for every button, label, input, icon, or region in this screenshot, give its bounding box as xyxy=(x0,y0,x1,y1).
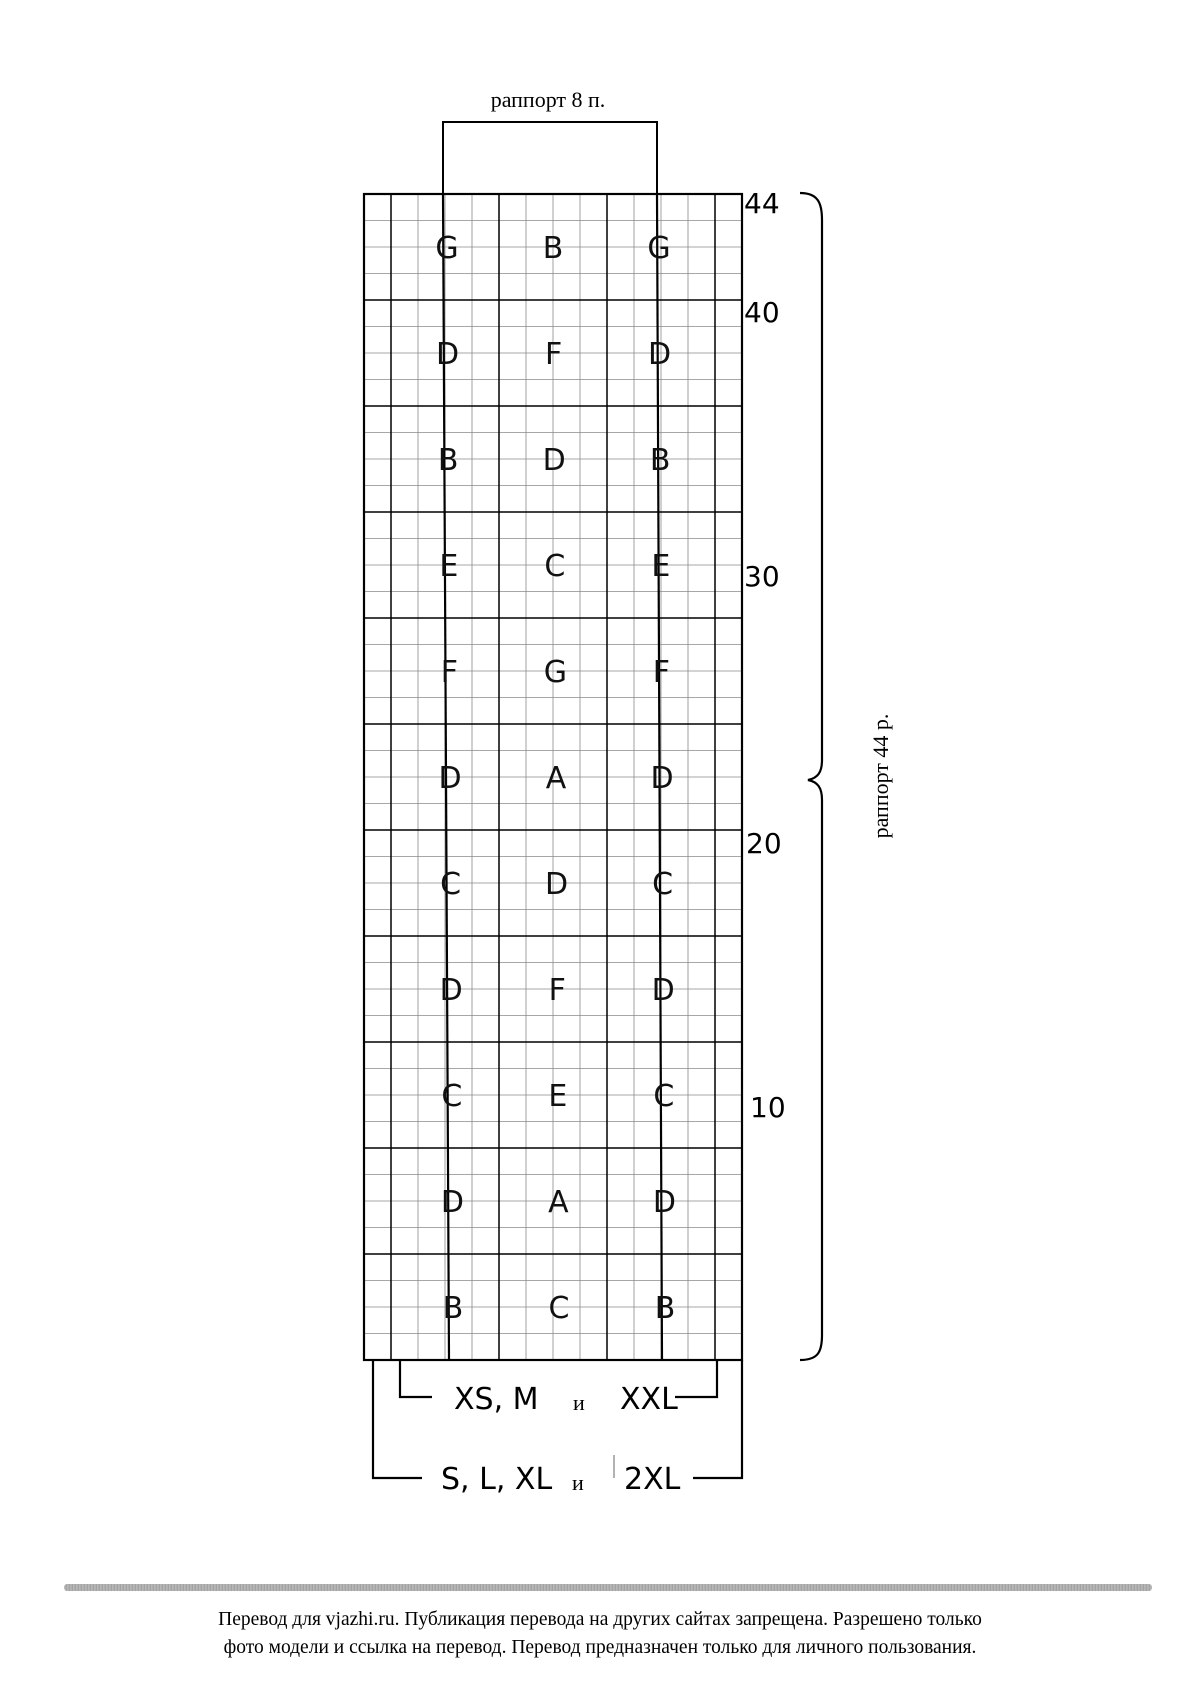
block-letter: D xyxy=(438,761,461,796)
block-letter: B xyxy=(443,1291,464,1326)
block-letter: D xyxy=(650,761,673,796)
size-bracket-1-conj: и xyxy=(573,1390,585,1415)
footer-notice: Перевод для vjazhi.ru. Публикация перево… xyxy=(0,1606,1200,1662)
block-letter: G xyxy=(544,655,567,690)
block-letters: G B G D F D B D B E C E F G F D A D C D C D F D C E C D A D B C B xyxy=(435,231,676,1326)
row-marker-44: 44 xyxy=(744,187,780,220)
block-letter: G xyxy=(647,231,670,266)
size-bracket-2-line xyxy=(371,1360,744,1480)
block-letter: C xyxy=(441,1079,462,1114)
footer-line-2: фото модели и ссылка на перевод. Перевод… xyxy=(223,1637,977,1658)
block-letter: F xyxy=(653,655,670,690)
block-letter: E xyxy=(439,549,458,584)
size-bracket-1-last: XXL xyxy=(620,1382,678,1417)
row-repeat-label: раппорт 44 р. xyxy=(868,714,893,839)
block-letter: C xyxy=(544,549,565,584)
block-letter: D xyxy=(652,973,675,1008)
block-letter: D xyxy=(441,1185,464,1220)
block-letter: A xyxy=(546,761,567,796)
block-letter: F xyxy=(549,973,566,1008)
block-letter: B xyxy=(438,443,459,478)
row-repeat-brace xyxy=(799,191,824,1362)
block-letter: B xyxy=(650,443,671,478)
block-letter: C xyxy=(652,867,673,902)
block-letter: E xyxy=(548,1079,567,1114)
block-letter: D xyxy=(545,867,568,902)
row-marker-10: 10 xyxy=(750,1091,786,1124)
block-letter: D xyxy=(653,1185,676,1220)
block-letter: F xyxy=(441,655,458,690)
block-letter: C xyxy=(549,1291,570,1326)
stitch-repeat-bracket xyxy=(442,121,658,195)
block-letter: C xyxy=(653,1079,674,1114)
footer-divider xyxy=(64,1584,1152,1591)
block-letter: B xyxy=(655,1291,676,1326)
chart-frame xyxy=(362,192,744,1362)
row-marker-40: 40 xyxy=(744,296,780,329)
size-bracket-1-line xyxy=(398,1360,719,1399)
block-letter: B xyxy=(543,231,564,266)
block-letter: D xyxy=(543,443,566,478)
stitch-repeat-label: раппорт 8 п. xyxy=(491,87,606,112)
major-grid xyxy=(364,193,742,1361)
block-letter: D xyxy=(440,973,463,1008)
block-letter: E xyxy=(651,549,670,584)
block-letter: D xyxy=(436,337,459,372)
size-bracket-2-sizes: S, L, XL xyxy=(441,1462,552,1497)
block-letter: F xyxy=(545,337,562,372)
block-letter: A xyxy=(548,1185,569,1220)
size-bracket-1-sizes: XS, M xyxy=(454,1382,539,1417)
block-letter: C xyxy=(440,867,461,902)
footer-line-1: Перевод для vjazhi.ru. Публикация перево… xyxy=(218,1609,982,1630)
repeat-left-line xyxy=(441,193,451,1361)
size-bracket-2-last: 2XL xyxy=(624,1462,681,1497)
block-letter: G xyxy=(435,231,458,266)
row-marker-30: 30 xyxy=(744,560,780,593)
size-bracket-2-conj: и xyxy=(572,1470,584,1495)
block-letter: D xyxy=(648,337,671,372)
repeat-right-line xyxy=(655,193,664,1361)
row-marker-20: 20 xyxy=(746,827,782,860)
